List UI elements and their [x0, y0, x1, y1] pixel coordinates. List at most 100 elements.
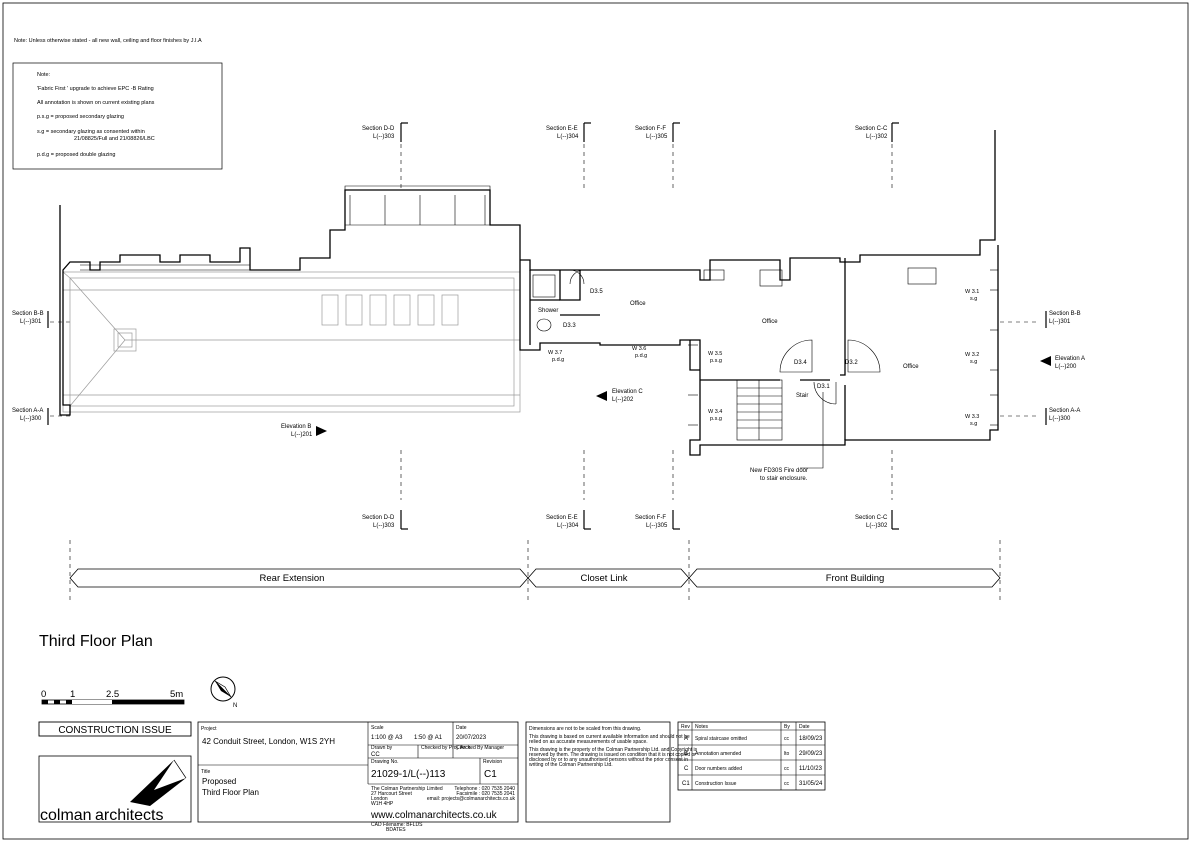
door-d32-label: D3.2: [845, 360, 858, 366]
disclaimer-line7: writing of the Colman Partnership Ltd.: [529, 762, 613, 768]
telephone: Telephone : 020 7535 2040: [454, 786, 515, 792]
construction-issue-label: CONSTRUCTION ISSUE: [58, 725, 172, 736]
rev-header-rev: Rev: [681, 724, 690, 730]
section-marker-aa-left: Section A-A L(--)300: [12, 408, 49, 425]
section-ee-top-name: Section E-E: [546, 126, 578, 132]
door-d34-label: D3.4: [794, 360, 807, 366]
elevation-c-ref: L(--)202: [612, 397, 634, 403]
section-lines: [50, 144, 1040, 500]
section-bb-left-name: Section B-B: [12, 311, 44, 317]
section-aa-right-ref: L(--)300: [1049, 416, 1071, 422]
window-w34-id: W 3.4: [708, 409, 722, 415]
elevation-b-ref: L(--)201: [291, 432, 313, 438]
rev-row-c-date: 11/10/23: [799, 766, 823, 772]
elevation-c-name: Elevation C: [612, 389, 643, 395]
section-marker-ee-top: Section E-E L(--)304: [546, 122, 591, 142]
window-labels: W 3.7 p.d.g W 3.6 p.d.g W 3.5 p.s.g W 3.…: [548, 289, 979, 427]
elevation-marker-a: Elevation A L(--)200: [1040, 356, 1085, 370]
zone-front-building: [688, 568, 1001, 588]
rev-row-c-notes: Door numbers added: [695, 766, 742, 772]
room-stair: Stair: [796, 393, 808, 399]
logo-text-colman: colman: [40, 807, 92, 824]
title-line2: Third Floor Plan: [202, 788, 259, 797]
north-label: N: [233, 703, 237, 709]
general-note: Note: Unless otherwise stated - all new …: [14, 38, 202, 44]
elevation-c-arrow-icon: [596, 391, 607, 401]
shower-tray: [532, 274, 556, 298]
section-marker-bb-left: Section B-B L(--)301: [12, 311, 49, 328]
zone-strip: Rear Extension Closet Link Front Buildin…: [69, 540, 1001, 600]
revision-label: Revision: [483, 759, 502, 765]
section-marker-dd-top: Section D-D L(--)303: [362, 122, 408, 142]
rev-row-c1-rev: C1: [682, 781, 690, 787]
drawn-by-value: CC: [371, 752, 380, 758]
note-box: Note: 'Fabric First ' upgrade to achieve…: [12, 62, 223, 170]
rev-row-a-notes: Spiral staircase omitted: [695, 736, 747, 742]
door-d32-swing: [847, 339, 881, 373]
room-office-front: Office: [903, 364, 919, 370]
disclaimer-line6: disclosed by or to any unauthorised pers…: [529, 757, 688, 763]
rev-header-by: By: [784, 724, 790, 730]
section-bb-right-ref: L(--)301: [1049, 319, 1071, 325]
note-line-pdg: p.d.g = proposed double glazing: [37, 152, 115, 158]
checked-manager-label: Checked By Manager: [456, 745, 504, 751]
note-line-sg-ref: 21/08825/Full and 21/08826/LBC: [74, 136, 155, 142]
rev-row-a-date: 18/09/23: [799, 736, 823, 742]
date-value: 20/07/2023: [456, 735, 487, 741]
note-box-title: Note:: [37, 72, 51, 78]
rear-extension-roof: [62, 271, 521, 413]
revision-value: C1: [484, 769, 497, 780]
rev-row-a-rev: A: [684, 736, 688, 742]
section-cc-top-ref: L(--)302: [866, 134, 888, 140]
note-line-psg: p.s.g = proposed secondary glazing: [37, 114, 124, 120]
section-marker-ff-bottom: Section F-F L(--)305: [635, 510, 680, 530]
email: email: projects@colmanarchitects.co.uk: [427, 796, 516, 802]
elevation-b-name: Elevation B: [281, 424, 311, 430]
scale-field-label: Scale: [371, 725, 384, 731]
rev-row-b-by: lto: [784, 751, 790, 757]
section-ff-bottom-name: Section F-F: [635, 515, 666, 521]
elevation-marker-b: Elevation B L(--)201: [281, 424, 327, 438]
logo-text-architects: architects: [95, 807, 163, 824]
title-block: Project 42 Conduit Street, London, W1S 2…: [197, 721, 519, 833]
elevation-a-name: Elevation A: [1055, 356, 1085, 362]
rev-row-c1-date: 31/05/24: [799, 781, 823, 787]
section-dd-bottom-ref: L(--)303: [373, 523, 395, 529]
section-cc-top-name: Section C-C: [855, 126, 888, 132]
zone-closet-label: Closet Link: [581, 573, 628, 584]
door-d35-label: D3.5: [590, 289, 603, 295]
revision-table: Rev Notes By Date A Spiral staircase omi…: [677, 721, 826, 791]
window-w37-type: p.d.g: [552, 357, 564, 363]
disclaimer-line5: reserved by them. The drawing is issued …: [529, 752, 696, 758]
room-office-middle: Office: [762, 319, 778, 325]
room-office-closet: Office: [630, 301, 646, 307]
floor-plan: [59, 130, 999, 469]
section-marker-dd-bottom: Section D-D L(--)303: [362, 510, 408, 530]
door-d31-label: D3.1: [817, 384, 830, 390]
section-ff-top-ref: L(--)305: [646, 134, 668, 140]
cad-filename: CAD Filename: BFLDS: [371, 822, 423, 828]
disclaimer-line2: This drawing is based on current availab…: [529, 734, 690, 740]
disclaimer-line4: This drawing is the property of the Colm…: [529, 747, 698, 753]
section-marker-bb-right: Section B-B L(--)301: [1045, 311, 1081, 328]
zone-front-label: Front Building: [826, 573, 885, 584]
window-w37-id: W 3.7: [548, 350, 562, 356]
section-aa-right-name: Section A-A: [1049, 408, 1080, 414]
room-shower: Shower: [538, 308, 558, 314]
scale-label-1: 1: [70, 689, 75, 700]
section-dd-top-name: Section D-D: [362, 126, 395, 132]
drawing-no-label: Drawing No.: [371, 759, 399, 765]
section-aa-left-name: Section A-A: [12, 408, 43, 414]
rear-parapet: [59, 189, 521, 416]
checked-by-label: Checked by Proj. Arch.: [421, 745, 472, 751]
door-d31-swing: [813, 381, 837, 405]
window-w36-type: p.d.g: [635, 353, 647, 359]
disclaimer-box: Dimensions are not to be scaled from thi…: [525, 721, 698, 823]
window-w32-id: W 3.2: [965, 352, 979, 358]
section-marker-ee-bottom: Section E-E L(--)304: [546, 510, 591, 530]
website: www.colmanarchitects.co.uk: [370, 810, 498, 821]
window-w31-type: s.g: [970, 296, 977, 302]
title-line1: Proposed: [202, 777, 236, 786]
